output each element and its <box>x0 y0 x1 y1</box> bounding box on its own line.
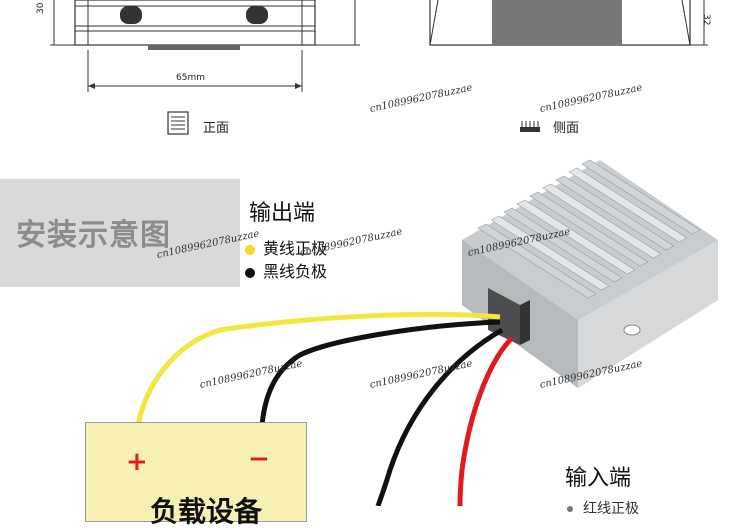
converter-module <box>462 159 718 388</box>
side-view-drawing <box>429 0 708 46</box>
heat-sink-fin <box>490 215 610 291</box>
side-view-label: 侧面 <box>553 121 580 136</box>
black-dot <box>245 267 255 278</box>
technical-drawing <box>50 0 718 506</box>
legend-black: 黑线负极 <box>245 258 327 282</box>
dimension-width-bottom: 65mm <box>176 73 205 83</box>
heat-sink-fin <box>542 183 662 259</box>
heat-sink-fin <box>477 223 597 299</box>
dimension-height-right: 32 <box>701 14 711 26</box>
legend-yellow: 黄线正极 <box>245 235 327 259</box>
input-partial-label: 红线正极 <box>567 498 639 518</box>
yellow-dot <box>245 244 255 255</box>
dimension-height-left: 30 <box>36 2 46 14</box>
heat-sink-fin <box>503 207 623 283</box>
front-view-label: 正面 <box>203 121 230 136</box>
front-view-drawing <box>50 0 360 92</box>
heat-sink-fin <box>581 159 701 235</box>
output-title: 输出端 <box>249 201 316 226</box>
input-title: 输入端 <box>565 466 632 491</box>
heat-sink-fin <box>555 175 675 251</box>
install-title: 安装示意图 <box>16 218 171 253</box>
load-device-box <box>85 422 307 522</box>
install-title-box <box>0 179 240 287</box>
yellow-label: 黄线正极 <box>263 239 328 258</box>
black-label: 黑线负极 <box>263 262 328 281</box>
front-view-icon <box>167 111 189 135</box>
device-plus: + <box>126 447 148 477</box>
heat-sink-fin <box>516 199 636 275</box>
device-label: 负载设备 <box>150 495 263 528</box>
device-minus: − <box>248 444 270 474</box>
wires <box>135 311 514 506</box>
heat-sink-fin <box>529 191 649 267</box>
red-dot <box>567 506 573 512</box>
heat-sink-fin <box>568 167 688 243</box>
side-view-icon <box>520 121 540 132</box>
